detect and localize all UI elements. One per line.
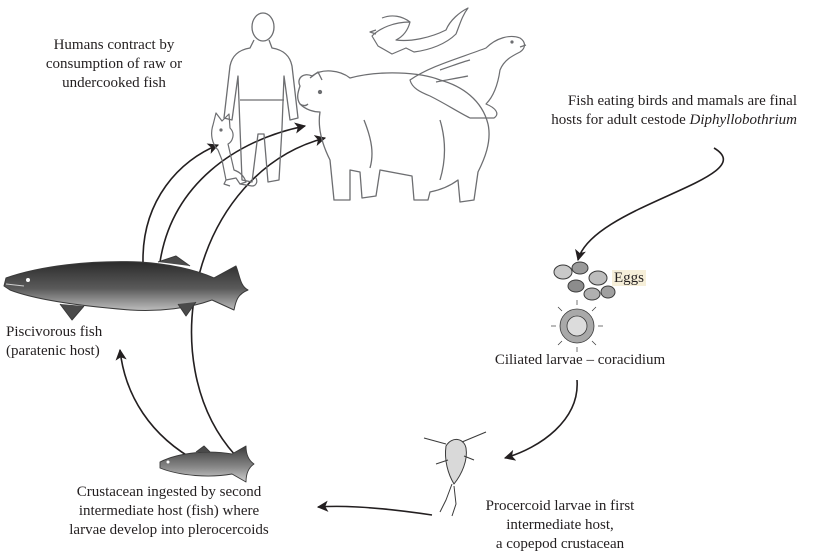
label-procercoid: Procercoid larvae in first intermediate … [440,497,680,554]
label-piscivorous: Piscivorous fish (paratenic host) [6,323,102,361]
label-diphyllobothrium: Diphyllobothrium [690,112,798,128]
arrow-copepod-to-fish [318,506,432,515]
label-coracidium: Ciliated larvae – coracidium [470,351,690,370]
eggs-cluster [554,262,615,300]
label-humans-line-2: consumption of raw or [14,55,214,74]
label-procercoid-line-3: a copepod crustacean [440,535,680,554]
label-crustacean-line-2: intermediate host (fish) where [24,502,314,521]
label-final-hosts-line-1: Fish eating birds and mamals are final [470,92,797,111]
arrow-pike-to-human [143,145,218,262]
label-piscivorous-line-1: Piscivorous fish [6,323,102,342]
label-final-hosts: Fish eating birds and mamals are final h… [470,92,797,130]
label-humans: Humans contract by consumption of raw or… [14,36,214,93]
bear-figure [298,71,489,202]
label-humans-line-3: undercooked fish [14,74,214,93]
label-procercoid-line-2: intermediate host, [440,516,680,535]
label-coracidium-text: Ciliated larvae – coracidium [495,352,665,368]
label-humans-line-1: Humans contract by [14,36,214,55]
arrow-pike-to-bear [160,126,305,262]
arrow-coracidium-to-copepod [505,380,577,458]
arrow-eggs-to-coracidium [712,262,768,290]
seabird-figure [370,8,468,54]
coracidium-larva [551,300,603,352]
arrow-final-hosts-to-eggs [578,148,723,260]
label-final-hosts-prefix: hosts for adult cestode [551,112,686,128]
label-crustacean-ingested: Crustacean ingested by second intermedia… [24,483,314,540]
small-fish-figure [160,446,254,482]
arrow-small-fish-to-pike [120,350,198,462]
label-eggs-text: Eggs [612,270,646,286]
label-procercoid-line-1: Procercoid larvae in first [440,497,680,516]
dog-figure [212,113,257,186]
label-piscivorous-line-2: (paratenic host) [6,342,102,361]
label-eggs: Eggs [612,269,646,288]
label-crustacean-line-1: Crustacean ingested by second [24,483,314,502]
label-final-hosts-line-2: hosts for adult cestode Diphyllobothrium [470,111,797,130]
label-crustacean-line-3: larvae develop into plerocercoids [24,521,314,540]
pike-fish-figure [4,256,248,320]
human-figure [224,13,298,182]
